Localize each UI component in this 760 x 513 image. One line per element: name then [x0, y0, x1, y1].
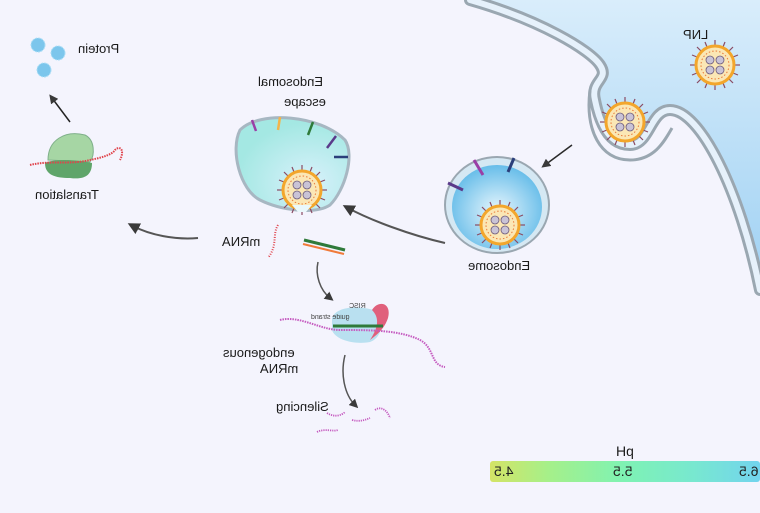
arrow-to-escape [342, 205, 446, 244]
arrow-to-endosome [541, 144, 573, 168]
lnp-particle-invaginating [598, 95, 652, 149]
arrow-to-translation [127, 223, 199, 240]
ph-scale-bar: 6.5 5.5 4.5 [490, 461, 760, 482]
label-mrna: mRNA [222, 234, 261, 249]
ph-tick: 5.5 [613, 463, 633, 479]
protein-molecules [30, 37, 66, 78]
label-lnp: LNP [683, 27, 709, 42]
arrow-to-risc [316, 261, 334, 301]
receptor-marker [447, 181, 464, 192]
label-endosomal-escape-2: escape [284, 94, 326, 109]
endogenous-mrna-strand [279, 318, 446, 368]
label-protein: Protein [78, 41, 120, 56]
ph-tick: 4.5 [494, 463, 514, 479]
label-endosomal-escape-1: Endosomal [258, 74, 324, 89]
label-translation: Translation [35, 187, 99, 202]
arrow-to-silencing [342, 354, 359, 409]
label-guide-strand: guide strand [311, 314, 350, 321]
extracellular-space [470, 0, 760, 290]
ribosome [29, 133, 124, 179]
receptor-marker [506, 157, 516, 173]
lnp-particle-endosome [473, 198, 527, 252]
risc-complex [279, 303, 446, 368]
escaping-endosome [234, 116, 351, 217]
label-risc: RISC [349, 303, 366, 310]
mrna-strand [267, 224, 279, 259]
sirna-duplex [302, 238, 346, 255]
label-endosome: Endosome [468, 258, 531, 273]
lnp-particle-free [688, 38, 742, 92]
degraded-mrna-fragments [316, 407, 391, 433]
endosome [444, 156, 550, 254]
label-endogenous-2: mRNA [260, 361, 299, 376]
label-silencing: Silencing [276, 399, 329, 414]
label-endogenous-1: endogenous [223, 345, 295, 360]
arrow-to-protein [49, 94, 71, 123]
receptor-marker [472, 159, 485, 176]
translated-mrna [29, 147, 124, 166]
ph-scale-title: pH [616, 443, 634, 459]
ph-tick: 6.5 [738, 463, 758, 479]
